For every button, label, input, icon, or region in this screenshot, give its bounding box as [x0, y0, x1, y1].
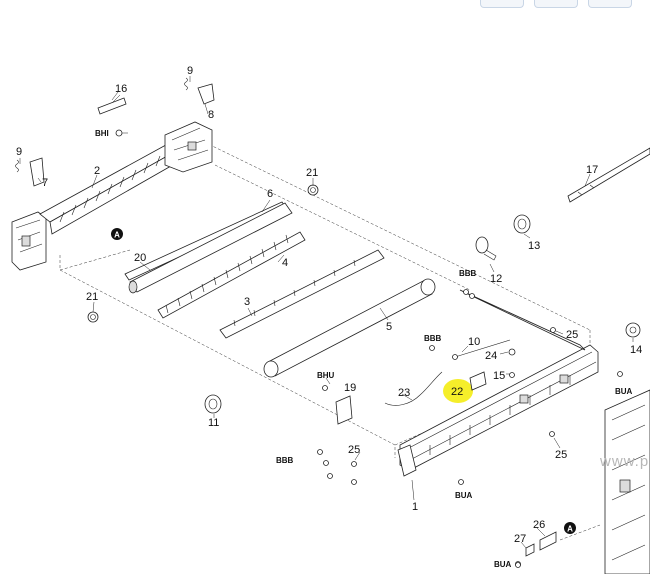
guide-3: [219, 249, 385, 339]
label-5: 5: [386, 321, 392, 333]
label-14: 14: [630, 344, 642, 356]
label-4: 4: [282, 257, 288, 269]
label-bua-lower: BUA: [494, 560, 512, 569]
label-15: 15: [493, 370, 505, 382]
label-21-top: 21: [306, 167, 318, 179]
label-23: 23: [398, 387, 410, 399]
guide-4: [157, 231, 306, 319]
bushing-21-top: [307, 184, 319, 196]
watermark-text: www.p: [600, 453, 650, 470]
spring-bracket-left: [15, 157, 45, 187]
label-bhu: BHU: [317, 371, 335, 380]
toolbar-tab[interactable]: [588, 0, 632, 8]
sensor-22: [469, 371, 487, 391]
screw-bbb-bottom: [317, 449, 333, 479]
parts-26-27: [515, 524, 601, 567]
label-bbb-bottom: BBB: [276, 456, 294, 465]
label-20: 20: [134, 252, 146, 264]
machine-edge-right: [604, 389, 650, 575]
highlight-22: [443, 379, 473, 403]
bracket-16: [97, 91, 127, 115]
bushing-12: [475, 236, 497, 261]
leader-lines: [19, 76, 634, 549]
label-17: 17: [586, 164, 598, 176]
toolbar-tab[interactable]: [534, 0, 578, 8]
screw-bbb-mid: [429, 345, 435, 351]
label-24: 24: [485, 350, 497, 362]
cable-23: [384, 371, 443, 406]
label-13: 13: [528, 240, 540, 252]
label-25-bottom: 25: [348, 444, 360, 456]
label-bbb-mid: BBB: [424, 334, 442, 343]
bushing-13: [513, 214, 531, 234]
spring-bracket-top: [184, 77, 215, 105]
label-22: 22: [451, 386, 463, 398]
lever-10: [452, 339, 511, 360]
screw-bbb-top: [463, 289, 475, 299]
roller-5: [263, 278, 436, 378]
label-27: 27: [514, 533, 526, 545]
marker-a-right: A: [564, 522, 576, 534]
label-9-left: 9: [16, 146, 22, 158]
label-6: 6: [267, 188, 273, 200]
right-side-bracket: [164, 121, 213, 173]
toolbar-tab[interactable]: [480, 0, 524, 8]
hardware-labels: BHI BHU BBB BBB BBB BUA BUA BUA: [95, 129, 633, 569]
marker-a-left-label: A: [114, 231, 120, 240]
label-bhi: BHI: [95, 129, 109, 138]
part-labels: 16 9 8 9 7 2 6 4 3 5 20 21 21 11 17 13 1…: [16, 65, 642, 545]
marker-a-left: A: [111, 228, 123, 240]
label-11: 11: [208, 417, 219, 429]
bushing-21-left: [87, 311, 99, 323]
marker-a-right-label: A: [567, 525, 573, 534]
label-bua-right: BUA: [615, 387, 633, 396]
label-bbb-top: BBB: [459, 269, 477, 278]
label-2: 2: [94, 165, 100, 177]
left-side-plate: [11, 211, 47, 271]
label-19: 19: [344, 382, 356, 394]
parts-15-24: [508, 348, 516, 378]
gear-14: [625, 322, 641, 338]
screws-bua: [458, 371, 623, 568]
label-12: 12: [490, 273, 502, 285]
top-rail-part-2: [39, 139, 186, 235]
label-16: 16: [115, 83, 127, 95]
label-1: 1: [412, 501, 418, 513]
screw-bhu: [322, 385, 328, 391]
label-9-top: 9: [187, 65, 193, 77]
label-bua-bottom: BUA: [455, 491, 473, 500]
label-8: 8: [208, 109, 214, 121]
label-25-right: 25: [566, 329, 578, 341]
bar-17: [567, 147, 650, 203]
label-10: 10: [468, 336, 480, 348]
bushing-11: [204, 394, 222, 414]
screw-bhi: [115, 129, 128, 137]
label-7: 7: [42, 177, 48, 189]
bottom-frame-1: [397, 289, 599, 477]
screws-25: [351, 327, 556, 485]
label-26: 26: [533, 519, 545, 531]
label-3: 3: [244, 296, 250, 308]
bracket-19: [325, 377, 353, 425]
label-25-lower: 25: [555, 449, 567, 461]
rod-6: [124, 201, 287, 281]
label-21-left: 21: [86, 291, 98, 303]
roller-20: [128, 202, 293, 294]
